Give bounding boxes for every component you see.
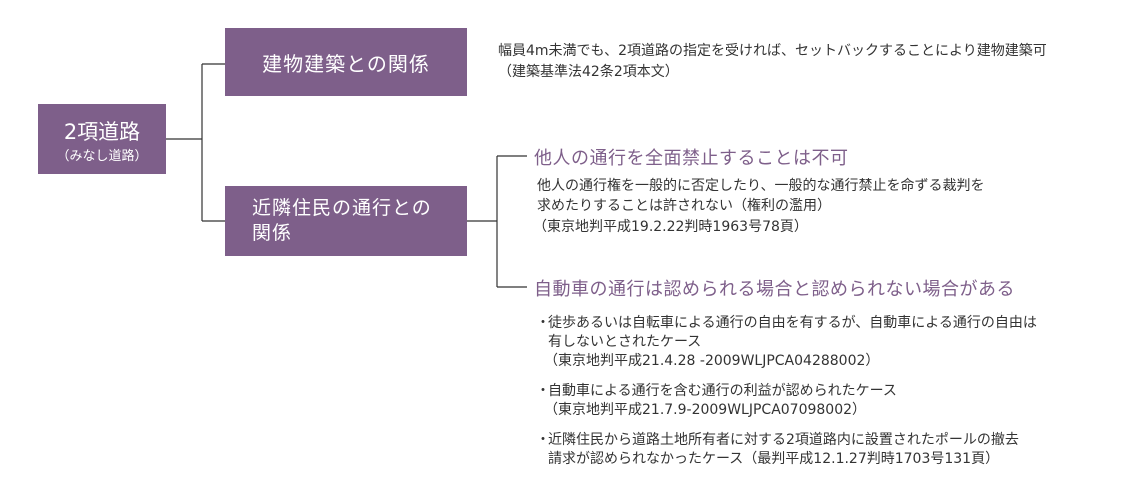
case-3-line2: 請求が認められなかったケース（最判平成12.1.27判時1703号131頁） xyxy=(548,451,1000,467)
case-item-3: ・ 近隣住民から道路土地所有者に対する2項道路内に設置されたポールの撤去 請求が… xyxy=(536,431,1019,469)
case-3-line1: 近隣住民から道路土地所有者に対する2項道路内に設置されたポールの撤去 xyxy=(548,432,1019,448)
case-1-line1: 徒歩あるいは自転車による通行の自由を有するが、自動車による通行の自由は xyxy=(548,315,1037,331)
root-subtitle: （みなし道路） xyxy=(56,149,148,164)
sub1-line1: 他人の通行権を一般的に否定したり、一般的な通行禁止を命ずる裁判を xyxy=(537,178,985,194)
building-desc-line2: （建築基準法42条2項本文） xyxy=(498,64,679,80)
root-title: 2項道路 xyxy=(63,120,141,144)
sub1-line2: 求めたりすることは許されない（権利の濫用） xyxy=(537,198,831,214)
sub2-heading: 自動車の通行は認められる場合と認められない場合がある xyxy=(534,279,1015,300)
branch-traffic-label-line2: 関係 xyxy=(252,222,293,244)
case-2-line2: （東京地判平成21.7.9-2009WLJPCA07098002） xyxy=(544,402,867,418)
case-1-line2: 有しないとされたケース xyxy=(548,334,702,350)
branch-traffic-box: 近隣住民の通行との 関係 xyxy=(225,186,467,256)
case-item-2: ・ 自動車による通行を含む通行の利益が認められたケース （東京地判平成21.7.… xyxy=(536,382,897,420)
bullet-mark: ・ xyxy=(536,383,550,399)
case-2-line1: 自動車による通行を含む通行の利益が認められたケース xyxy=(548,383,897,399)
case-item-1: ・ 徒歩あるいは自転車による通行の自由を有するが、自動車による通行の自由は 有し… xyxy=(536,314,1037,371)
bullet-mark: ・ xyxy=(536,315,550,331)
branch-traffic-label-line1: 近隣住民の通行との xyxy=(252,197,432,219)
building-desc-line1: 幅員4m未満でも、2項道路の指定を受ければ、セットバックすることにより建物建築可 xyxy=(498,43,1047,59)
sub1-line3: （東京地判平成19.2.22判時1963号78頁） xyxy=(533,219,808,235)
case-1-line3: （東京地判平成21.4.28 -2009WLJPCA04288002） xyxy=(544,353,880,369)
bullet-mark: ・ xyxy=(536,432,550,448)
branch-building-box: 建物建築との関係 xyxy=(225,28,467,96)
root-node-box: 2項道路 （みなし道路） xyxy=(38,104,166,174)
branch-building-label: 建物建築との関係 xyxy=(262,52,430,76)
sub1-heading: 他人の通行を全面禁止することは不可 xyxy=(534,148,849,169)
